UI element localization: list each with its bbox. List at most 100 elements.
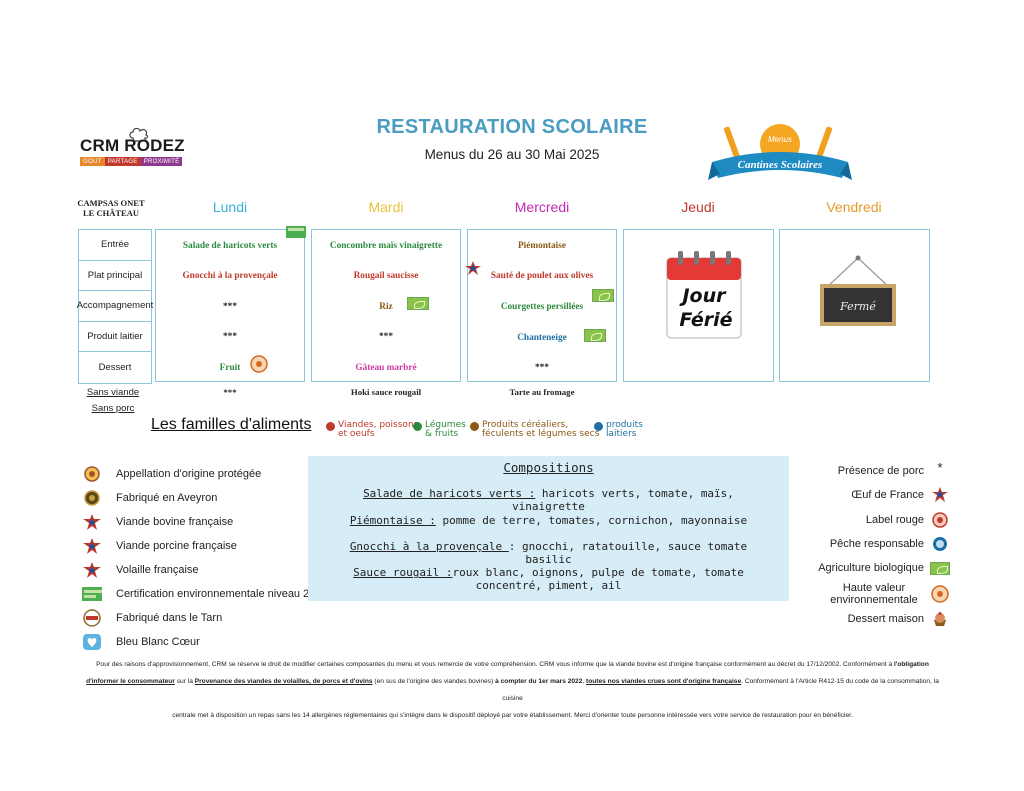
famille-label: & fruits bbox=[425, 429, 459, 439]
composition-item: Gnocchi à la provençale : gnocchi, ratat… bbox=[349, 539, 748, 553]
row-label-produit-laitier: Produit laitier bbox=[79, 322, 151, 353]
mercredi-dessert: *** bbox=[535, 363, 549, 373]
menu-column-mardi: Concombre maïs vinaigrette Rougail sauci… bbox=[311, 229, 461, 382]
lundi-entree: Salade de haricots verts bbox=[182, 241, 278, 251]
row-label-plat: Plat principal bbox=[79, 261, 151, 292]
famille-label: féculents et légumes secs bbox=[482, 429, 600, 439]
red-dot-icon bbox=[326, 422, 335, 431]
legend-item: Agriculture biologique bbox=[790, 556, 950, 580]
legend-label: Appellation d'origine protégée bbox=[116, 468, 262, 480]
sans-porc-link[interactable]: Sans porc bbox=[91, 403, 135, 414]
crm-logo: CRM RODEZ GOUT PARTAGE PROXIMITÉ bbox=[80, 136, 190, 166]
page-title: RESTAURATION SCOLAIRE bbox=[376, 116, 648, 138]
menu-column-mercredi: Piémontaise Sauté de poulet aux olives C… bbox=[465, 229, 617, 382]
footer-notice: Pour des raisons d'approvisionnement, CR… bbox=[80, 656, 945, 724]
bio-leaf-icon bbox=[584, 329, 606, 342]
day-lundi: Lundi bbox=[212, 199, 248, 215]
logo-tag-proximite: PROXIMITÉ bbox=[140, 157, 183, 166]
compositions-box: Compositions Salade de haricots verts : … bbox=[308, 456, 789, 601]
mercredi-sans-viande: Tarte au fromage bbox=[509, 387, 575, 397]
legend-left: Appellation d'origine protégée Fabriqué … bbox=[82, 462, 309, 654]
legend-item: Volaille française bbox=[82, 558, 309, 582]
mardi-dessert: Gâteau marbré bbox=[355, 363, 417, 373]
legend-item: Présence de porc * bbox=[790, 460, 950, 482]
composition-item-cont: concentré, piment, ail bbox=[475, 579, 622, 593]
footer-line-1: Pour des raisons d'approvisionnement, CR… bbox=[96, 661, 929, 668]
jour-ferie-calendar-icon: Jour Férié bbox=[666, 251, 742, 339]
compositions-title: Compositions bbox=[503, 460, 594, 475]
menu-column-jeudi: Jour Férié bbox=[623, 229, 774, 382]
composition-item: Piémontaise : pomme de terre, tomates, c… bbox=[349, 513, 748, 527]
hve-badge-icon bbox=[250, 355, 268, 373]
legend-label: Œuf de France bbox=[851, 488, 924, 501]
row-label-dessert: Dessert bbox=[98, 362, 132, 374]
mardi-accompagnement: Riz bbox=[379, 302, 393, 312]
legend-item: Label rouge bbox=[790, 507, 950, 532]
site-name: CAMPSAS ONET LE CHÂTEAU bbox=[77, 198, 145, 218]
legend-label: Pêche responsable bbox=[829, 538, 924, 550]
legend-label: Viande porcine française bbox=[116, 540, 237, 552]
logo-tag-gout: GOUT bbox=[80, 157, 105, 166]
sans-viande-link[interactable]: Sans viande bbox=[86, 387, 140, 398]
ferme-text: Fermé bbox=[839, 300, 876, 313]
day-vendredi: Vendredi bbox=[826, 199, 882, 215]
viande-porcine-francaise-icon bbox=[83, 538, 101, 554]
row-labels: Entrée Plat principal Accompagnement Pro… bbox=[77, 229, 153, 384]
legend-item: Appellation d'origine protégée bbox=[82, 462, 309, 486]
banner-ribbon-text: Cantines Scolaires bbox=[738, 159, 823, 171]
mercredi-produit-laitier: Chanteneige bbox=[517, 333, 567, 343]
lundi-sans-viande: *** bbox=[223, 387, 237, 397]
day-jeudi: Jeudi bbox=[681, 199, 715, 215]
legend-label: Viande bovine française bbox=[116, 516, 234, 528]
lundi-plat: Gnocchi à la provençale bbox=[182, 271, 278, 281]
volaille-francaise-icon bbox=[83, 562, 101, 578]
footer-line-3: centrale met à disposition un repas sans… bbox=[172, 712, 853, 719]
oeuf-de-france-icon bbox=[932, 487, 948, 502]
legend-item: Certification environnementale niveau 2 bbox=[82, 582, 309, 606]
hve-certification-icon bbox=[82, 587, 102, 601]
legend-label: Agriculture biologique bbox=[818, 562, 924, 574]
volaille-francaise-icon bbox=[465, 261, 481, 275]
mercredi-accompagnement: Courgettes persillées bbox=[500, 302, 584, 312]
mardi-produit-laitier: *** bbox=[379, 332, 393, 342]
composition-item-cont: vinaigrette bbox=[512, 500, 585, 514]
brown-dot-icon bbox=[470, 422, 479, 431]
mardi-plat: Rougail saucisse bbox=[353, 271, 419, 281]
bio-leaf-icon bbox=[930, 561, 950, 575]
famille-label: Viandes, poissons bbox=[338, 420, 419, 430]
row-label-entree: Entrée bbox=[79, 230, 151, 261]
legend-label: Certification environnementale niveau 2 bbox=[116, 588, 310, 600]
lundi-dessert: Fruit bbox=[219, 363, 241, 373]
legend-item: Œuf de France bbox=[790, 482, 950, 507]
famille-label: produits bbox=[606, 420, 643, 430]
famille-legumes: Légumes& fruits bbox=[413, 421, 466, 439]
composition-item: Salade de haricots verts : haricots vert… bbox=[363, 487, 734, 501]
green-dot-icon bbox=[413, 422, 422, 431]
famille-label: Produits céréaliers, bbox=[482, 420, 569, 430]
mercredi-plat: Sauté de poulet aux olives bbox=[490, 271, 594, 281]
composition-item: Sauce rougail :roux blanc, oignons, pulp… bbox=[353, 566, 744, 580]
dessert-maison-icon bbox=[934, 612, 946, 626]
legend-label: Label rouge bbox=[865, 513, 924, 526]
famille-label: laitiers bbox=[606, 429, 637, 439]
page-subtitle: Menus du 26 au 30 Mai 2025 bbox=[424, 147, 600, 162]
day-mercredi: Mercredi bbox=[514, 199, 570, 215]
logo-tag-partage: PARTAGE bbox=[104, 157, 141, 166]
viande-bovine-francaise-icon bbox=[83, 514, 101, 530]
famille-label: et oeufs bbox=[338, 429, 375, 439]
legend-label: Fabriqué en Aveyron bbox=[116, 492, 218, 504]
legend-item: Haute valeur environnementale bbox=[790, 580, 950, 608]
composition-item-cont: basilic bbox=[525, 553, 572, 567]
blue-dot-icon bbox=[594, 422, 603, 431]
mercredi-entree: Piémontaise bbox=[517, 241, 567, 251]
peche-responsable-icon bbox=[933, 537, 947, 551]
label-rouge-icon bbox=[932, 511, 948, 528]
asterisk-icon: * bbox=[937, 460, 943, 475]
legend-item: Dessert maison bbox=[790, 608, 950, 630]
bio-leaf-icon bbox=[592, 289, 614, 302]
legend-item: Bleu Blanc Cœur bbox=[82, 630, 309, 654]
ferie-text: Férié bbox=[679, 309, 732, 331]
bleu-blanc-coeur-icon bbox=[83, 634, 101, 650]
